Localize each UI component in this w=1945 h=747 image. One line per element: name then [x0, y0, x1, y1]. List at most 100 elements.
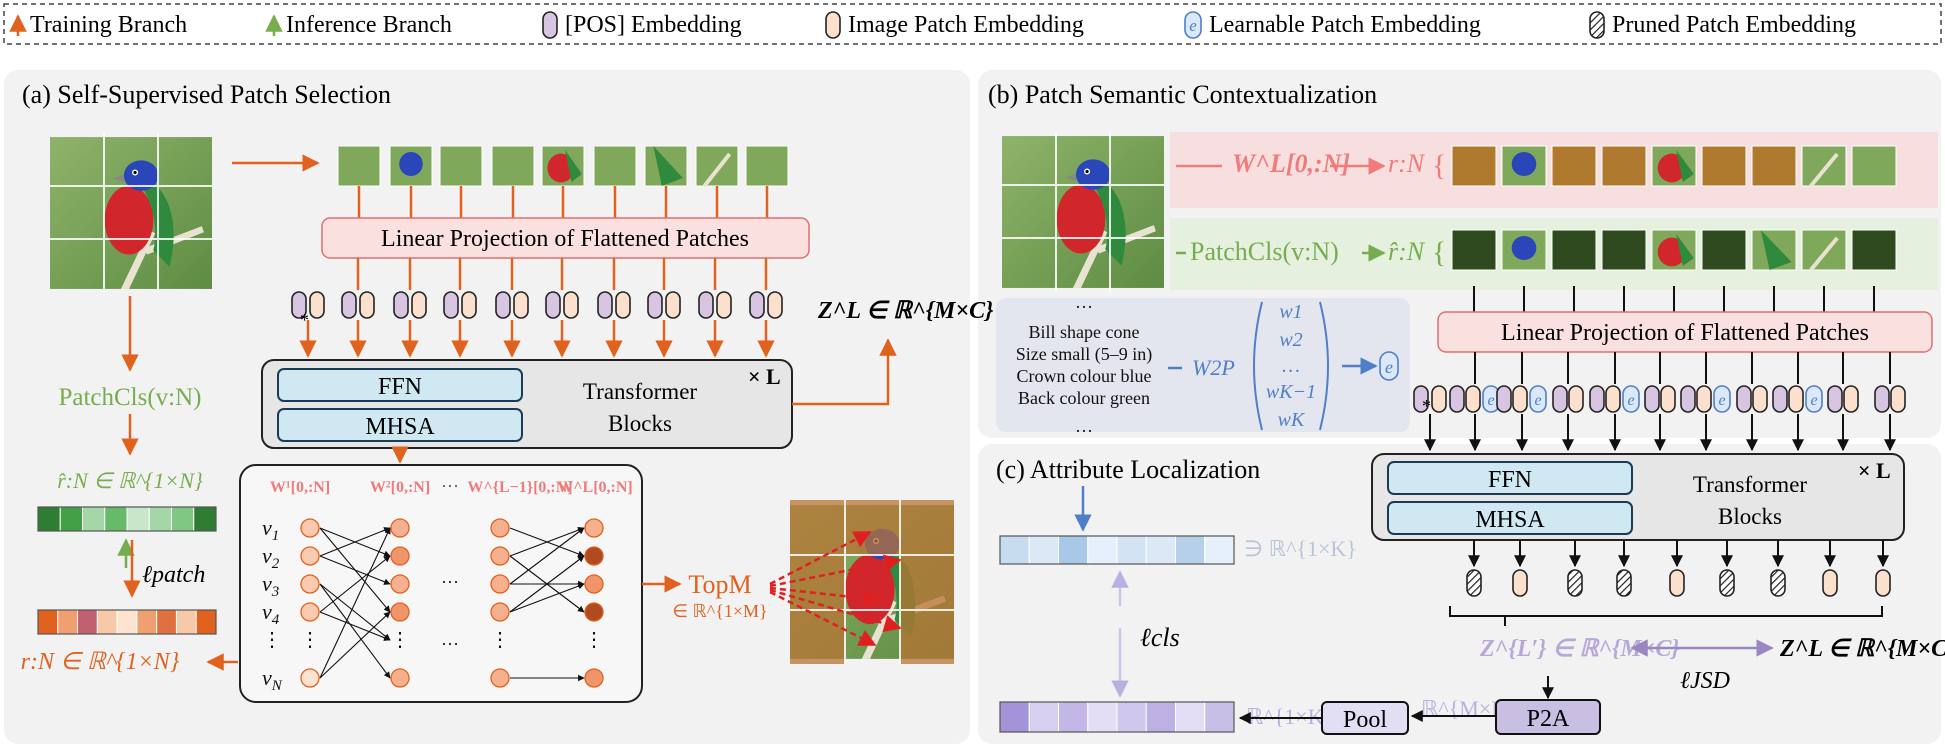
panel-a-patch-token-9	[767, 291, 783, 319]
panel-b-learnable-2	[1529, 385, 1547, 413]
panel-b-transformer-line1: Transformer	[1693, 472, 1807, 497]
panel-b-top-patch-8	[1801, 145, 1847, 188]
panel-a-selected-image	[769, 500, 954, 664]
panel-b-attribute-box	[996, 298, 1410, 432]
panel-a-pos-token-8	[698, 291, 714, 319]
panel-c-attr-dim: ∋ ℝ^{1×K}	[1244, 536, 1357, 561]
panel-b-top-patch-1	[1451, 145, 1497, 187]
panel-b-pos-8	[1772, 385, 1788, 413]
panel-c-k-cell-1	[999, 701, 1030, 733]
panel-b-attribute-2: Bill shape cone	[1029, 322, 1140, 342]
panel-a-weight-label-5: W^L[0,:N]	[557, 479, 633, 496]
panel-b-word-vector-4: wK−1	[1266, 381, 1316, 403]
panel-c-k-cell-4	[1087, 701, 1118, 733]
panel-a-pos-token-4	[495, 291, 511, 319]
panel-b-top-patch-7	[1751, 145, 1797, 187]
panel-b-out-token-7	[1770, 569, 1786, 597]
legend-inference-branch: Inference Branch	[286, 12, 452, 38]
panel-b-learnable-output-symbol: e	[1385, 357, 1393, 377]
panel-b-word-vector-3: …	[1282, 355, 1300, 377]
panel-a-r-cell-2	[57, 609, 79, 635]
panel-a-node-3-2	[584, 574, 604, 594]
panel-b-ffn-label: FFN	[1488, 467, 1532, 493]
panel-b-learnable-symbol-2: e	[1534, 392, 1541, 409]
panel-a-r-hat: r̂:N ∈ ℝ^{1×N}	[57, 468, 203, 493]
panel-a-patch-token-1	[359, 291, 375, 319]
panel-a-vdots-0: ⋮	[300, 629, 320, 651]
panel-a-node-1-1	[390, 546, 410, 566]
panel-a-node-2-1	[490, 546, 510, 566]
panel-b-out-token-4	[1616, 569, 1632, 597]
panel-a-node-2-3	[490, 602, 510, 622]
panel-b-learnable-symbol-6: e	[1718, 392, 1725, 409]
panel-a-weight-label-2: W²[0,:N]	[370, 479, 430, 496]
panel-c-k-cell-5	[1116, 701, 1147, 733]
panel-b-attribute-6: …	[1075, 416, 1093, 436]
panel-b-projection-lines	[1473, 286, 1875, 312]
panel-b-out-token-2	[1512, 569, 1528, 597]
panel-a-transformer-line1: Transformer	[583, 379, 697, 404]
panel-b-patch-10	[1890, 385, 1906, 413]
panel-a-node-1-0	[390, 518, 410, 538]
panel-b-r-label: r:N	[1388, 149, 1426, 178]
panel-a-rhat-cell-frame	[37, 506, 217, 532]
panel-b-bottom-patch-3	[1551, 229, 1597, 271]
panel-a-loss-patch: ℓpatch	[142, 562, 205, 588]
panel-b-out-token-5	[1669, 569, 1685, 597]
panel-a-node-2-5	[490, 668, 510, 688]
panel-a-weight-label-3: ···	[441, 476, 459, 496]
legend: Training Branch Inference Branch [POS] E…	[3, 3, 1942, 45]
panel-b-out-token-3	[1567, 569, 1583, 597]
panel-b-learnable-4	[1622, 385, 1640, 413]
panel-c-k-cell-7	[1175, 701, 1206, 733]
panel-b-top-patch-6	[1701, 145, 1747, 187]
panel-a-rhat-cell-3	[82, 506, 106, 532]
panel-a-node-0-3	[300, 602, 320, 622]
panel-a-output-zl: Z^L ∈ ℝ^{M×C}	[817, 298, 994, 324]
panel-a-edge-l1-5	[319, 583, 391, 679]
panel-b-r-hat-brace: {	[1432, 236, 1446, 269]
panel-a-node-3-0	[584, 518, 604, 538]
panel-b-linear-projection-label: Linear Projection of Flattened Patches	[1501, 320, 1869, 346]
panel-a-r-cell-frame	[37, 609, 217, 635]
panel-a-rhat-cell-5	[126, 506, 150, 532]
legend-patch-embedding-icon	[825, 11, 841, 39]
panel-a-pos-token-3	[443, 291, 459, 319]
panel-a-node-2-0	[490, 518, 510, 538]
panel-b-pos-5	[1644, 385, 1660, 413]
panel-b-bottom-patch-5	[1651, 229, 1697, 271]
panel-a-patch-token-7	[665, 291, 681, 319]
panel-b-pos-7	[1736, 385, 1752, 413]
panel-c-pool-label: Pool	[1343, 707, 1387, 733]
panel-c-loss-jsd: ℓJSD	[1680, 668, 1730, 694]
panel-a-linear-projection-label: Linear Projection of Flattened Patches	[381, 226, 749, 252]
panel-a-node-0-0	[300, 518, 320, 538]
panel-a-pos-token-0	[291, 291, 307, 319]
panel-c-title: (c) Attribute Localization	[996, 455, 1260, 484]
panel-a-r-cell-8	[175, 609, 197, 635]
panel-a-node-1-3	[390, 602, 410, 622]
panel-a-transformer-line2: Blocks	[608, 411, 672, 436]
panel-a-patchcls: PatchCls(v:N)	[58, 384, 201, 411]
panel-b-transformer-line2: Blocks	[1718, 504, 1782, 529]
panel-b-top-patch-5	[1651, 145, 1697, 187]
panel-b-patch-1	[1465, 385, 1481, 413]
panel-b-title: (b) Patch Semantic Contextualization	[988, 80, 1377, 109]
panel-a-mid-dots-1: ···	[441, 572, 459, 592]
panel-a-times-l: × L	[748, 364, 781, 389]
panel-a-mhsa	[277, 408, 523, 442]
panel-c-loss-cls: ℓcls	[1140, 623, 1180, 652]
panel-a-rhat-cell-6	[148, 506, 172, 532]
panel-a-node-2-2	[490, 574, 510, 594]
panel-b-r-hat-label: r̂:N	[1388, 237, 1426, 266]
panel-a-patch-1	[337, 145, 381, 187]
panel-b-attribute-5: Back colour green	[1018, 388, 1150, 408]
panel-b-cls-patch	[1431, 385, 1447, 413]
panel-a-patch-3	[439, 145, 483, 187]
panel-a-mid-dots-2: ···	[441, 634, 459, 654]
legend-pruned-embedding-icon	[1589, 11, 1605, 39]
panel-b-attribute-4: Crown colour blue	[1017, 366, 1152, 386]
panel-b-top-patch-2	[1501, 145, 1547, 187]
panel-b-attribute-3: Size small (5–9 in)	[1016, 344, 1152, 365]
legend-learnable-embedding-icon	[1184, 11, 1202, 39]
